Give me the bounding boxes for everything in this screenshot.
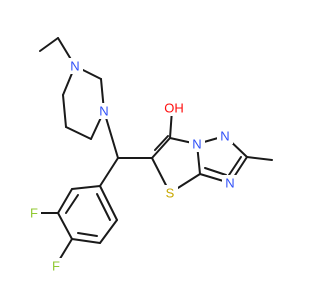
fluorine-meta: F [30,206,38,221]
bond [99,185,118,221]
triazole-n-bottom: N [225,176,234,191]
bond [151,137,171,159]
bond [57,188,73,214]
atom-labels: N N OH N N N S F F [27,58,238,274]
bond [154,135,169,151]
hydroxyl-label: OH [164,101,184,116]
piperazine-n-bottom: N [99,104,108,119]
bond [96,193,111,221]
bond [246,156,273,161]
molecule-structure: N N OH N N N S F F [27,37,273,274]
bond [57,212,73,240]
bond [99,219,118,244]
bond [77,232,98,237]
bond [204,167,227,176]
bonds [35,37,273,263]
bond [65,126,92,140]
bridgehead-n: N [192,137,201,152]
bond [71,238,101,244]
piperazine-n-top: N [70,59,79,74]
bond [65,194,79,214]
bond [226,156,242,179]
thiazole-s: S [166,186,175,201]
bond [39,37,59,52]
triazole-n-top: N [220,129,229,144]
bond [71,185,101,190]
bond [62,94,67,128]
bond [99,157,119,187]
fluorine-para: F [52,259,60,274]
